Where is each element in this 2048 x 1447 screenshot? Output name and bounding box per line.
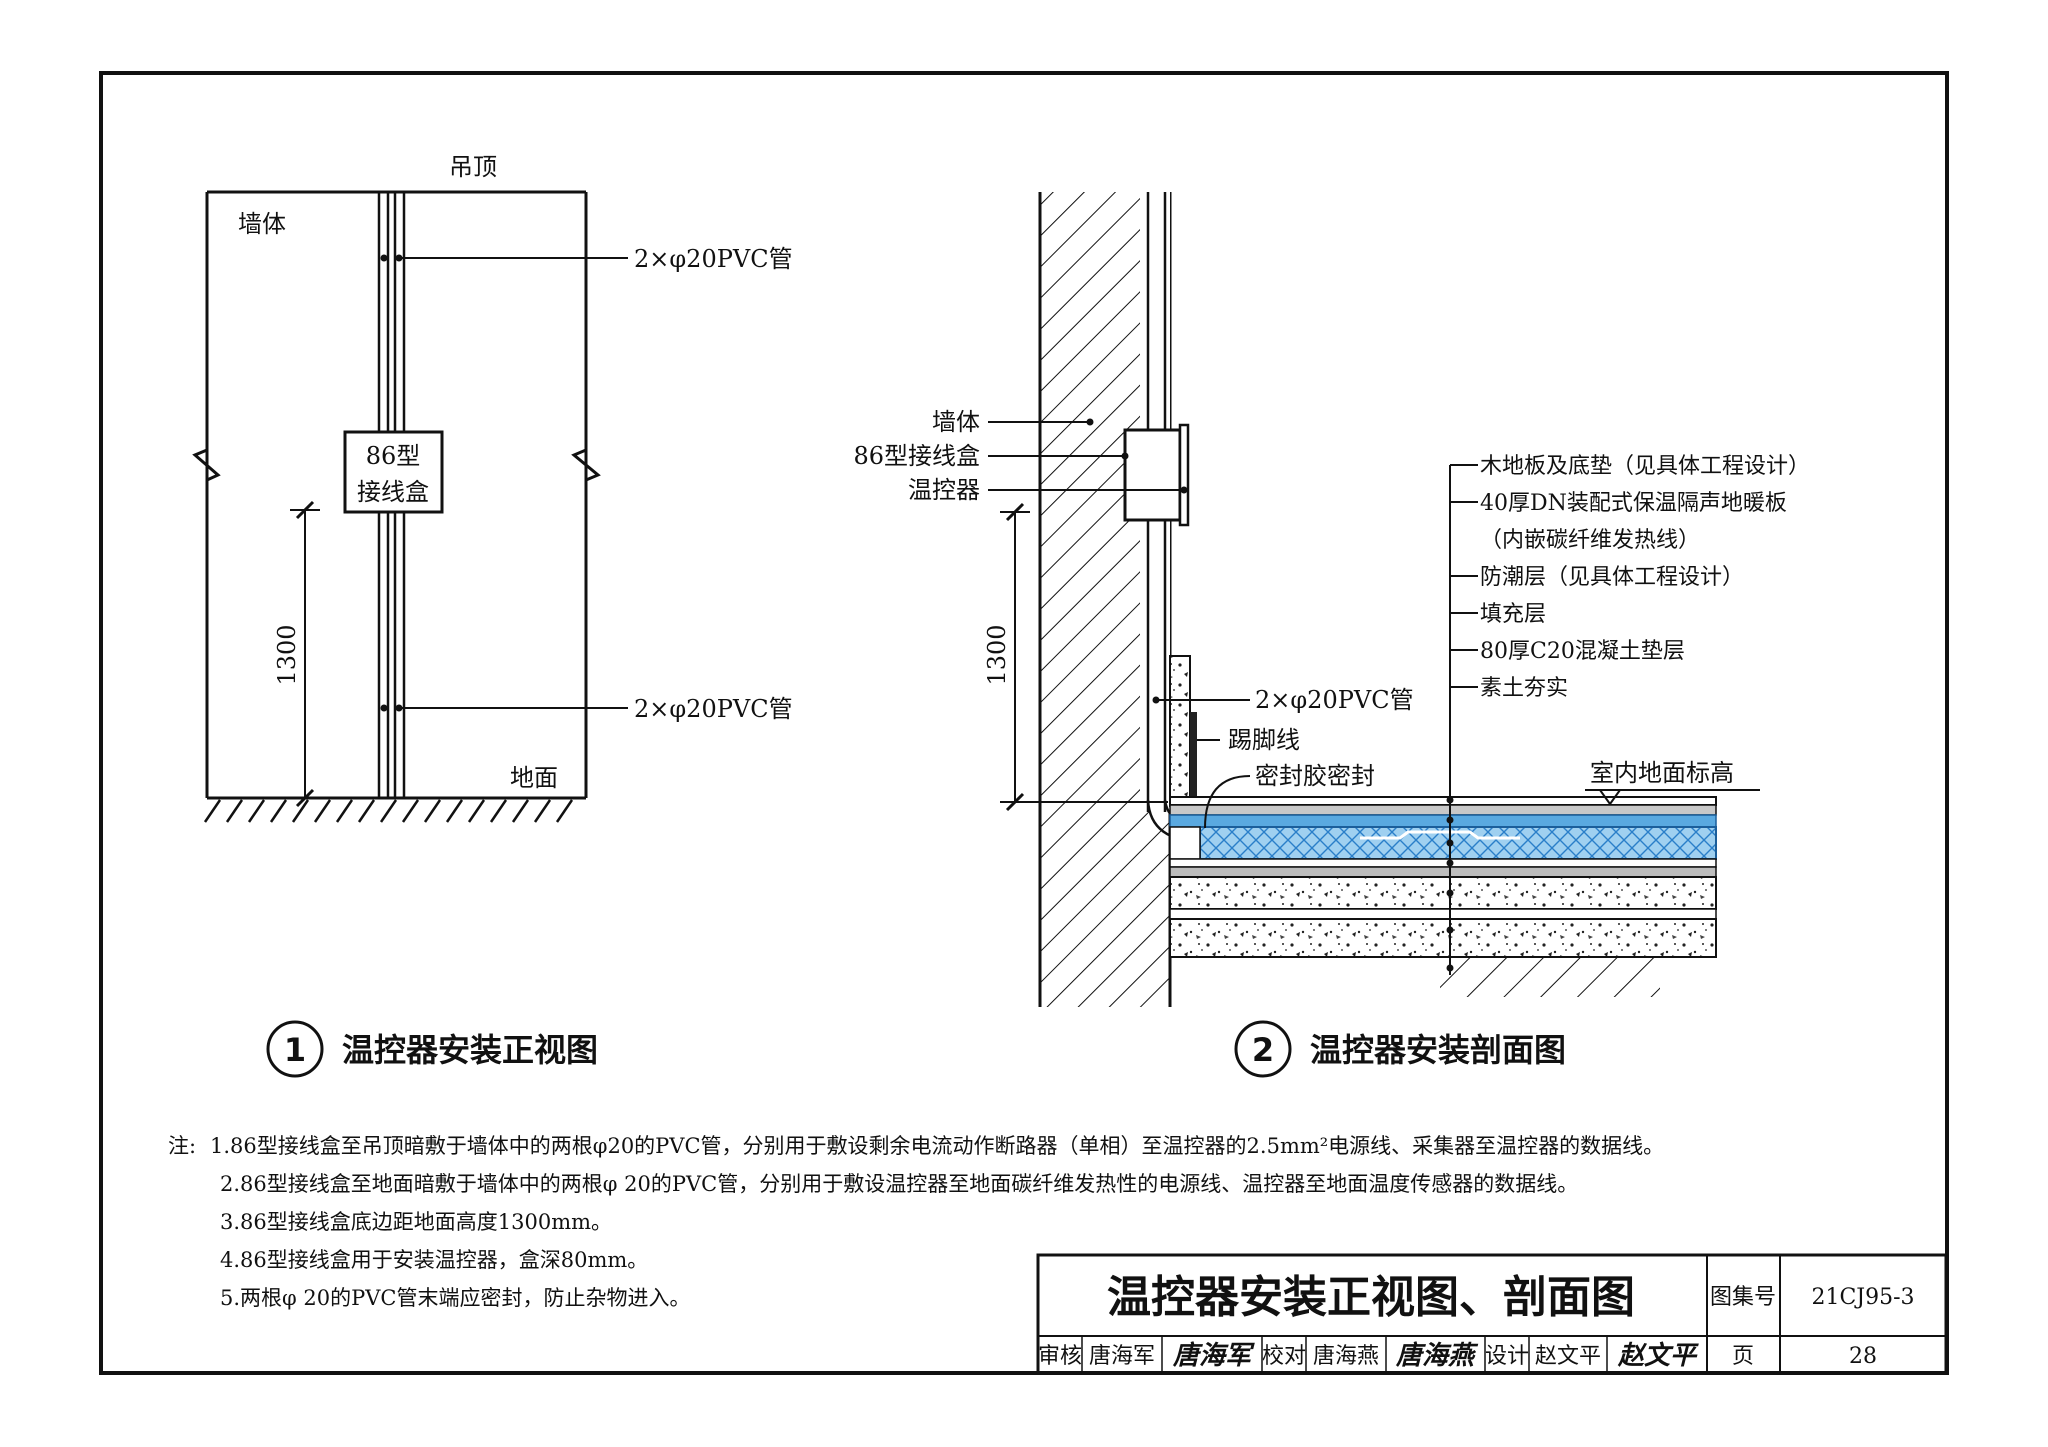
thermostat-label: 温控器 xyxy=(908,476,980,504)
layer-concrete-cushion: 80厚C20混凝土垫层 xyxy=(1480,639,1685,664)
atlas-label: 图集号 xyxy=(1710,1285,1776,1310)
figure-2-number-circle xyxy=(1234,1020,1292,1078)
reviewer-name: 唐海军 xyxy=(1089,1344,1155,1369)
layer-filling: 填充层 xyxy=(1480,602,1546,627)
dimension-1300-front: 1300 xyxy=(273,624,301,685)
figure-2-section: 木地板及底垫（见具体工程设计） 40厚DN装配式保温隔声地暖板 （内嵌碳纤维发热… xyxy=(853,192,1810,1078)
floor-elevation-label: 室内地面标高 xyxy=(1590,759,1734,787)
floor-label: 地面 xyxy=(510,764,558,792)
layer-moisture-barrier: 防潮层（见具体工程设计） xyxy=(1480,565,1744,590)
check-label: 校对 xyxy=(1262,1344,1306,1369)
layer-heating-wire: （内嵌碳纤维发热线） xyxy=(1480,528,1700,553)
pipe-label-top: 2×φ20PVC管 xyxy=(634,245,793,273)
plaster-layer xyxy=(1169,655,1191,807)
thermostat-section xyxy=(1178,423,1190,527)
layer-compacted-soil: 素土夯实 xyxy=(1480,676,1568,701)
checker-signature: 唐海燕 xyxy=(1395,1341,1479,1371)
note-2: 2.86型接线盒至地面暗敷于墙体中的两根φ 20的PVC管，分别用于敷设温控器至… xyxy=(220,1172,1579,1196)
skirting-board xyxy=(1190,712,1197,806)
layer-wood-floor: 木地板及底垫（见具体工程设计） xyxy=(1480,454,1810,479)
page-label: 页 xyxy=(1732,1344,1754,1369)
title-block: 温控器安装正视图、剖面图 图集号 21CJ95-3 审核 唐海军 唐海军 校对 … xyxy=(1036,1253,1948,1375)
note-4: 4.86型接线盒用于安装温控器，盒深80mm。 xyxy=(220,1248,649,1272)
figure-1-number-circle xyxy=(266,1020,324,1078)
sealant-label: 密封胶密封 xyxy=(1255,762,1375,790)
review-label: 审核 xyxy=(1038,1344,1082,1369)
box-label-section: 86型接线盒 xyxy=(853,442,980,470)
pipe-label-bottom: 2×φ20PVC管 xyxy=(634,695,793,723)
wall-label-front: 墙体 xyxy=(238,210,286,238)
layer-insulation-board: 40厚DN装配式保温隔声地暖板 xyxy=(1480,491,1787,516)
figure-1-front-view: 86型 接线盒 1300 吊顶 墙体 2×φ20PVC管 2×φ20PVC管 地… xyxy=(192,153,793,1078)
junction-box-section xyxy=(1123,428,1182,522)
dimension-1300-section: 1300 xyxy=(983,624,1011,685)
box-label-line2: 接线盒 xyxy=(357,478,429,506)
floor-layers xyxy=(1169,796,1717,997)
drawing-title: 温控器安装正视图、剖面图 xyxy=(1107,1272,1635,1323)
figure-2-number: 2 xyxy=(1252,1031,1274,1069)
atlas-number: 21CJ95-3 xyxy=(1811,1285,1914,1310)
sheet-border xyxy=(99,71,1949,1375)
junction-box-86 xyxy=(343,430,444,514)
design-label: 设计 xyxy=(1485,1344,1529,1369)
figure-2-title: 温控器安装剖面图 xyxy=(1310,1031,1566,1069)
box-label-line1: 86型 xyxy=(366,442,421,470)
designer-name: 赵文平 xyxy=(1535,1344,1601,1369)
note-3: 3.86型接线盒底边距地面高度1300mm。 xyxy=(220,1210,613,1234)
skirting-label: 踢脚线 xyxy=(1228,726,1300,754)
floor-hatch xyxy=(203,799,574,823)
note-1: 1.86型接线盒至吊顶暗敷于墙体中的两根φ20的PVC管，分别用于敷设剩余电流动… xyxy=(210,1134,1665,1158)
ceiling-label: 吊顶 xyxy=(449,153,497,181)
reviewer-signature: 唐海军 xyxy=(1172,1341,1255,1371)
page-number: 28 xyxy=(1849,1344,1877,1369)
notes-prefix: 注: xyxy=(168,1134,197,1158)
wall-label-section: 墙体 xyxy=(932,408,980,436)
note-5: 5.两根φ 20的PVC管末端应密封，防止杂物进入。 xyxy=(220,1286,691,1310)
checker-name: 唐海燕 xyxy=(1313,1344,1379,1369)
figure-1-number: 1 xyxy=(284,1031,306,1069)
figure-1-title: 温控器安装正视图 xyxy=(342,1031,598,1069)
pipe-label-section: 2×φ20PVC管 xyxy=(1255,686,1414,714)
designer-signature: 赵文平 xyxy=(1617,1341,1699,1371)
